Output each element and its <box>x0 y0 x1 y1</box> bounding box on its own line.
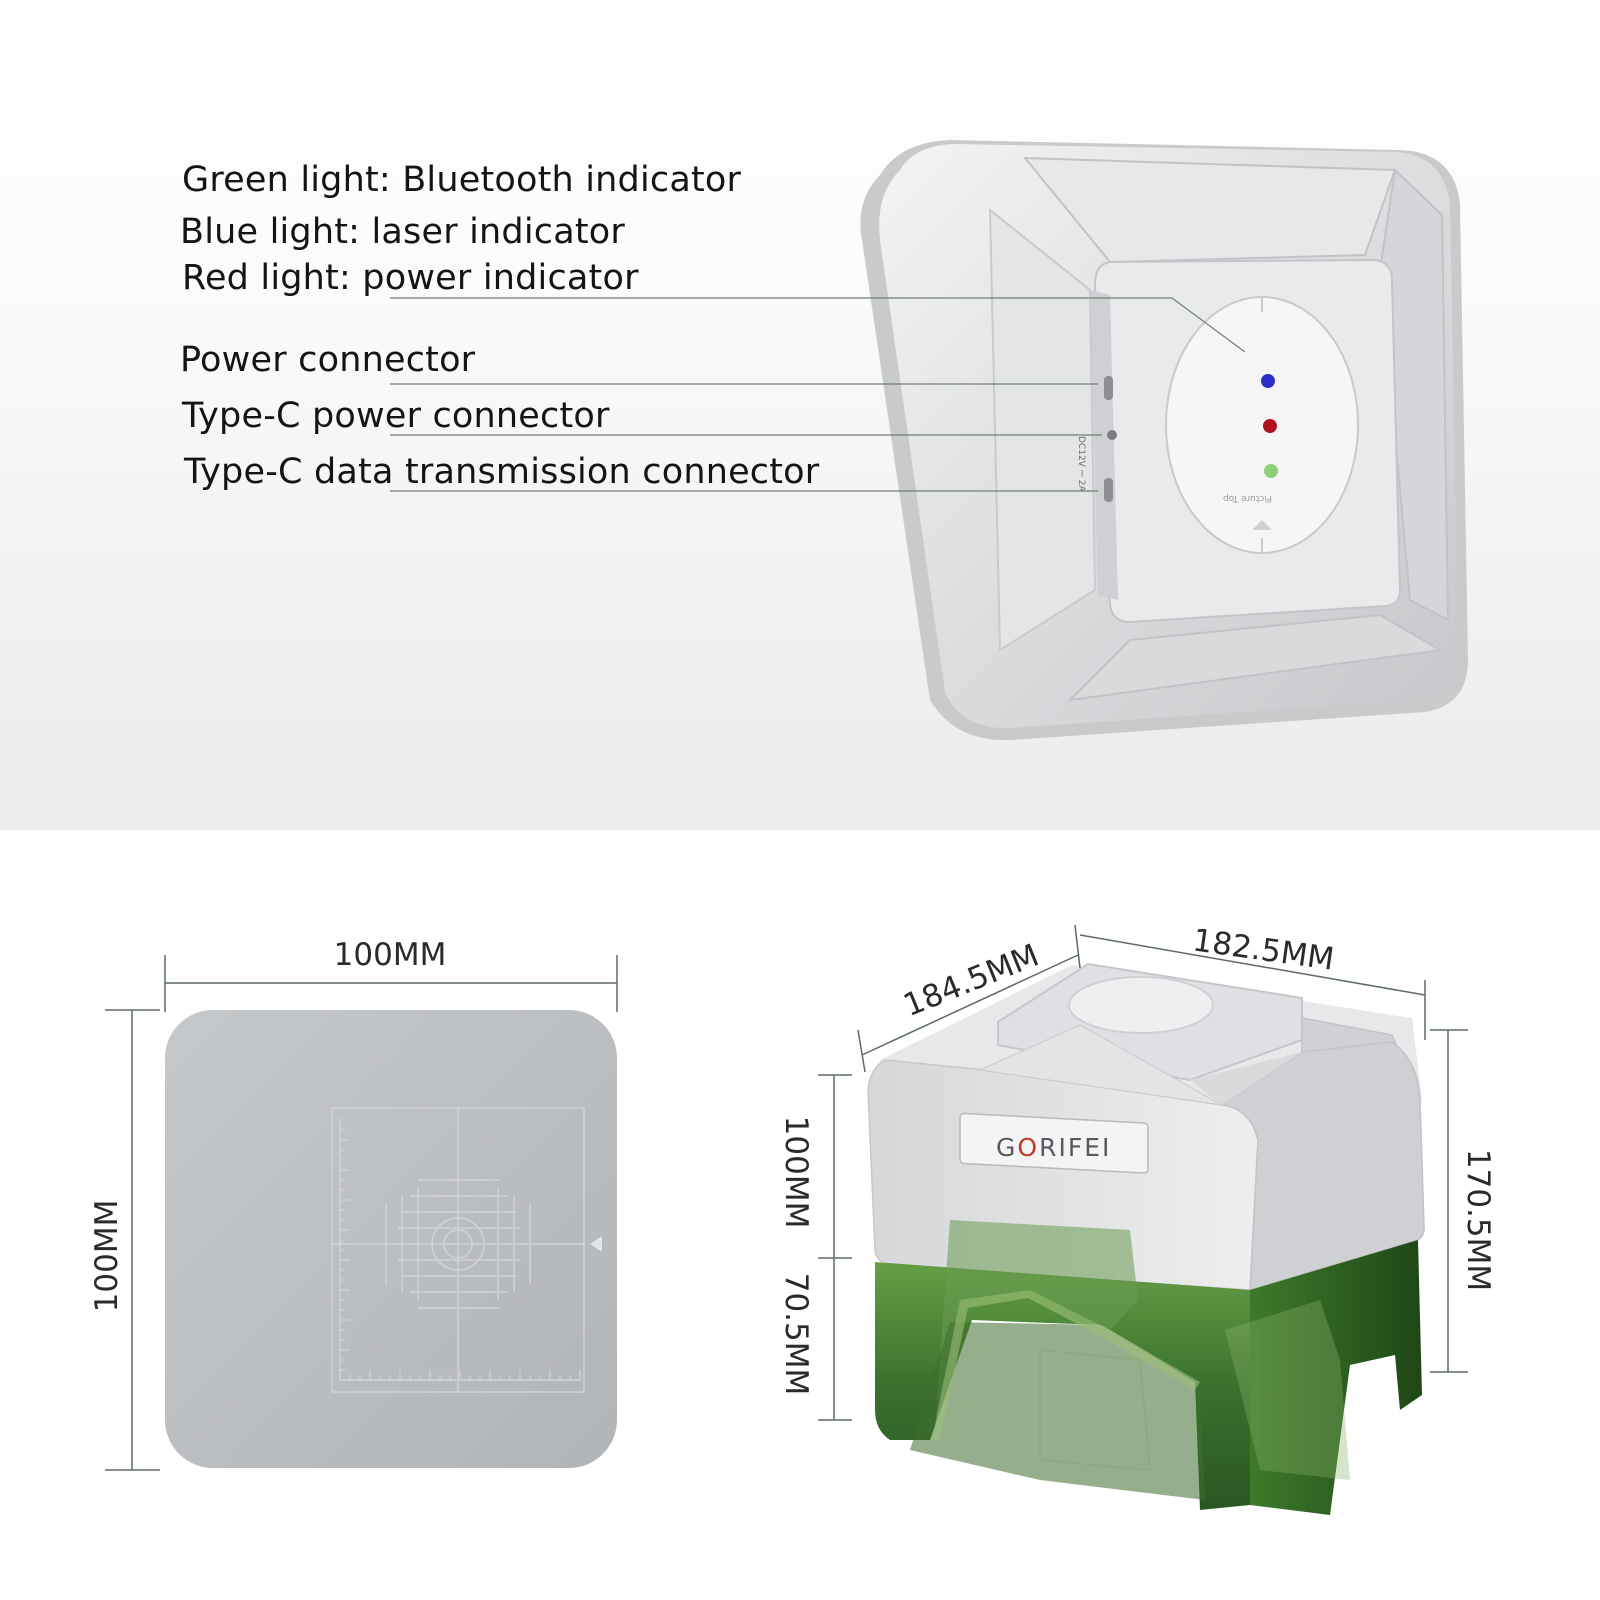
machine-bottom-height-label: 70.5MM <box>778 1273 814 1396</box>
callout-power-connector: Power connector <box>180 340 476 380</box>
machine-width-label: 182.5MM <box>1190 922 1336 977</box>
callout-bluetooth-indicator: Green light: Bluetooth indicator <box>182 160 742 200</box>
blue-indicator-light <box>1261 374 1275 388</box>
callout-typec-data-connector: Type-C data transmission connector <box>184 452 820 492</box>
dc-power-port <box>1107 430 1117 440</box>
dc-rating-label: DC12V ⎓ 2A <box>1076 436 1086 492</box>
typec-data-port <box>1104 478 1113 502</box>
callout-typec-power-connector: Type-C power connector <box>182 396 610 436</box>
laser-engraver-machine: GORIFEI <box>867 962 1425 1515</box>
machine-total-height-label: 170.5MM <box>1460 1149 1496 1291</box>
brand-logo-text: GORIFEI <box>996 1133 1111 1162</box>
picture-top-label: Picture Top <box>1223 493 1272 503</box>
plate-width-label: 100MM <box>334 937 447 973</box>
brand-badge <box>959 1112 1149 1174</box>
leader-line-indicators <box>390 297 1246 353</box>
callout-laser-indicator: Blue light: laser indicator <box>180 212 625 252</box>
device-top-view: Picture Top DC12V ⎓ 2A <box>860 140 1468 741</box>
red-indicator-light <box>1263 419 1277 433</box>
callout-power-indicator: Red light: power indicator <box>182 258 639 298</box>
plate-dimension-lines <box>105 955 618 1471</box>
engraving-area-plate <box>165 1010 617 1468</box>
plate-height-label: 100MM <box>89 1200 125 1313</box>
machine-top-height-label: 100MM <box>778 1116 814 1229</box>
plate-origin-marker <box>590 1236 602 1252</box>
machine-dimension-lines <box>818 924 1468 1421</box>
typec-power-port <box>1104 376 1113 400</box>
green-indicator-light <box>1264 464 1278 478</box>
callout-leader-lines <box>390 297 1246 492</box>
